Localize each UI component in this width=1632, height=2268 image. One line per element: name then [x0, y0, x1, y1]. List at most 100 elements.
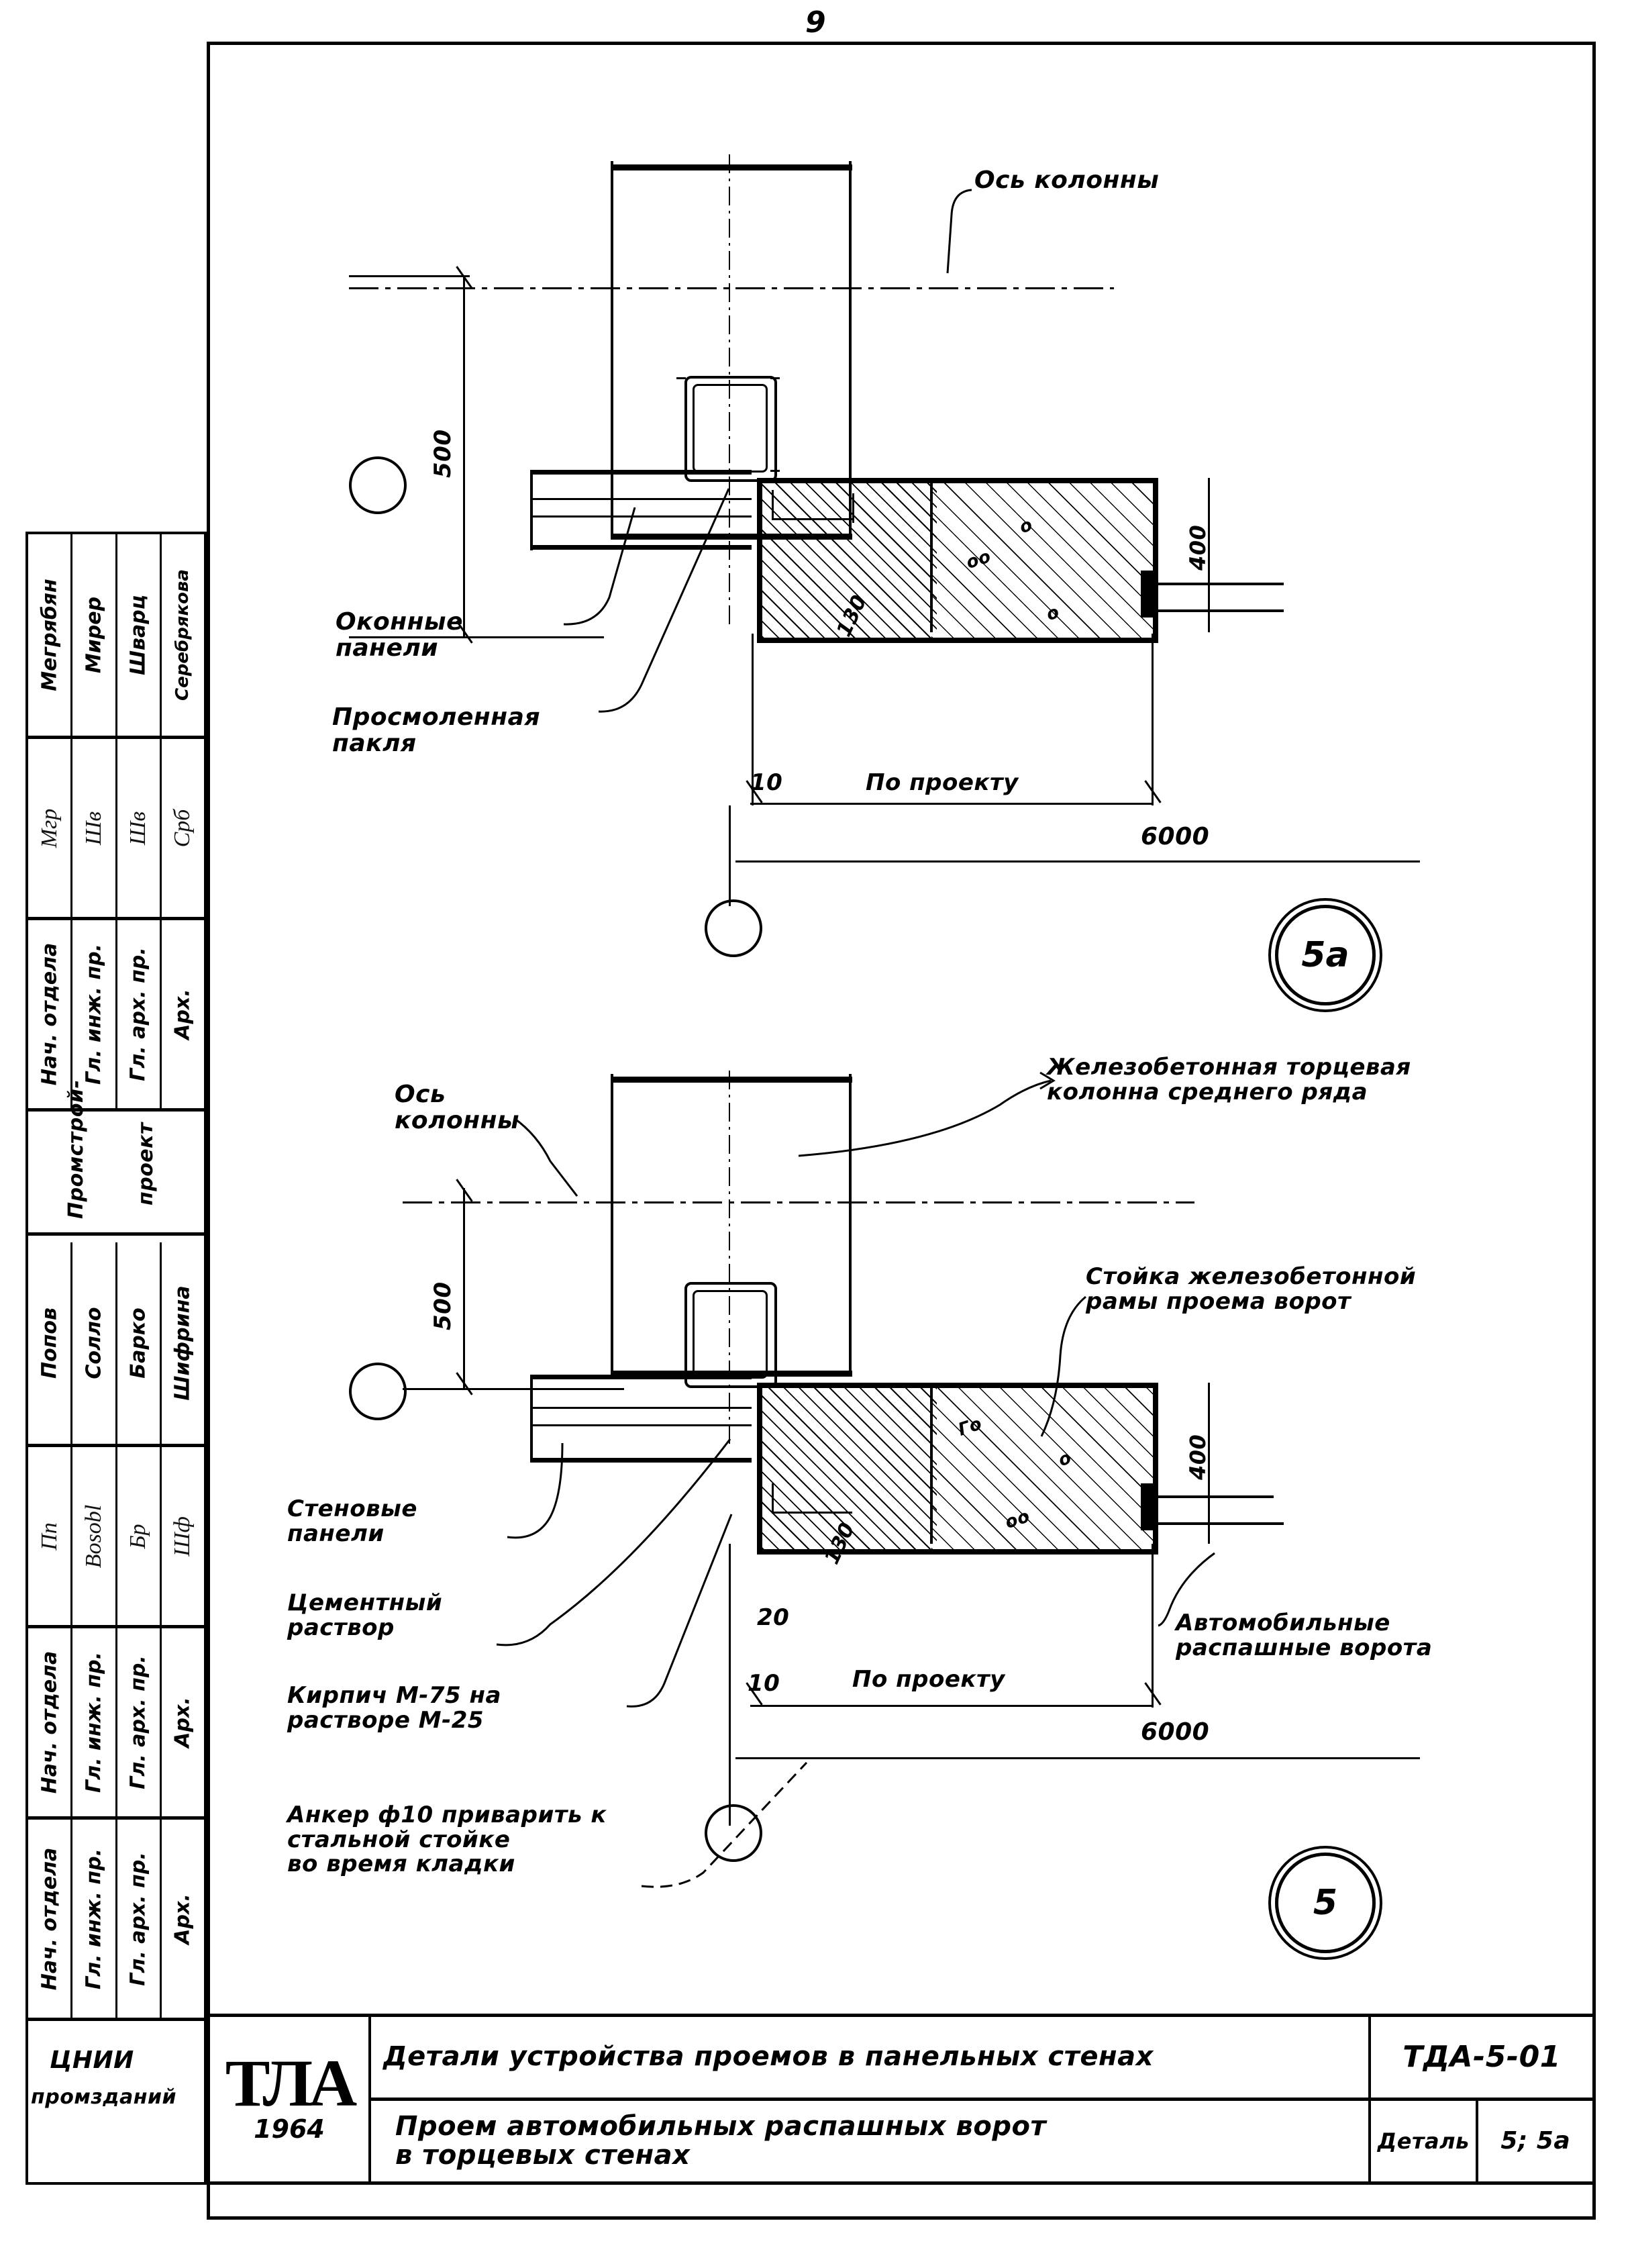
dim-400-line-upper [1208, 478, 1210, 632]
role-cell: Гл. арх. пр. [117, 1628, 162, 1816]
role-12: Арх. [170, 1893, 195, 1944]
gate-hinge-lower [1141, 1483, 1153, 1530]
swing-gates-label: Автомобильные распашные ворота [1176, 1610, 1433, 1661]
institute-line-2: промзданий [31, 2085, 177, 2109]
dim-130-line-lower [772, 1512, 852, 1514]
column-vertical-axis-lower [729, 1071, 730, 1446]
role-cell: Гл. арх. пр. [117, 920, 162, 1108]
signature-cell: Воsobl [72, 1447, 117, 1625]
stamp-block-a-roles: Нач. отдела Гл. инж. пр. Гл. арх. пр. Ар… [28, 920, 204, 1108]
dim-ext-line [349, 275, 470, 277]
leader-column-axis-upper [946, 189, 972, 274]
sheet-code-row: ТДА-5-01 [1371, 2017, 1592, 2101]
role-cell: Гл. инж. пр. [72, 1820, 117, 2018]
institute-line-1: ЦНИИ [50, 2047, 134, 2074]
tarred-oakum-label-upper: Просмоленная пакля [332, 703, 541, 757]
horizontal-column-axis [349, 287, 1114, 289]
detail-bubble-5-label: 5 [1313, 1883, 1338, 1923]
stamp-divider [28, 1816, 204, 1820]
stamp-block-c-roles: Нач. отдела Гл. инж. пр. Гл. арх. пр. Ар… [28, 1820, 204, 2018]
dim-500-line-upper [463, 275, 465, 638]
leader-column-axis-lower [513, 1117, 578, 1197]
stamp-name-6: Солло [82, 1307, 106, 1379]
stamp-block-b-roles: Нач. отдела Гл. инж. пр. Гл. арх. пр. Ар… [28, 1628, 204, 1816]
signature-6: Воsobl [81, 1504, 106, 1568]
title-block-title-cell: Детали устройства проемов в панельных ст… [371, 2017, 1371, 2181]
drawing-title-main: Детали устройства проемов в панельных ст… [383, 2041, 1154, 2073]
dim-by-project-line-upper [750, 803, 1153, 805]
dim-130-ext [772, 490, 774, 520]
leader-rc-end-column [799, 1071, 1056, 1157]
leader-swing-gates [1158, 1552, 1215, 1627]
role-cell: Нач. отдела [28, 1628, 73, 1816]
stamp-name-8: Шифрина [170, 1285, 195, 1401]
dim-400-lower: 400 [1185, 1434, 1211, 1480]
stamp-divider [28, 1108, 204, 1112]
stamp-institute: ЦНИИ промзданий [28, 2021, 204, 2187]
dim-10-upper: 10 [750, 769, 783, 796]
dim-ext-vertical [752, 634, 754, 805]
dim-20-ext-lower [729, 1544, 731, 1826]
dim-ext-line [403, 1388, 624, 1390]
dim-500-line-lower [463, 1188, 465, 1389]
title-block-year: 1964 [254, 2114, 325, 2144]
column-left-edge [611, 161, 613, 537]
signature-cell: Мгр [28, 739, 73, 917]
panel-left-edge-upper [530, 470, 533, 550]
stamp-divider [28, 1625, 204, 1628]
gate-leaf-top-upper [1153, 583, 1284, 585]
stamp-divider [28, 1444, 204, 1447]
role-4: Арх. [170, 989, 195, 1040]
panel-inner-line-upper [530, 515, 752, 517]
role-cell: Арх. [162, 1628, 204, 1816]
dim-6000-line-lower [735, 1757, 1420, 1759]
gate-hinge-upper [1141, 571, 1153, 618]
stamp-block-a-names: Мегрябян Мирер Шварц Серебрякова [28, 534, 204, 736]
dim-500-upper: 500 [429, 429, 456, 478]
panel-inner-line-lower [530, 1424, 752, 1426]
dim-130-ext [852, 493, 854, 523]
panel-top-line-upper [530, 470, 752, 475]
section-callout-circle [705, 899, 762, 957]
detail-bubble-5a-label: 5а [1301, 935, 1349, 975]
dim-20-lower: 20 [757, 1604, 790, 1631]
signature-4: Срб [170, 809, 195, 847]
stamp-name-2: Мирер [82, 596, 106, 674]
concrete-block-lower [931, 1383, 1158, 1555]
column-vertical-axis [729, 154, 730, 624]
column-top-edge [611, 164, 852, 170]
stamp-divider [28, 917, 204, 920]
signature-2: Шв [81, 811, 106, 845]
brick-label: Кирпич М-75 на растворе М-25 [287, 1682, 501, 1734]
column-right-edge [849, 161, 852, 537]
post-tick [770, 377, 780, 379]
role-10: Гл. инж. пр. [82, 1848, 106, 1989]
dim-ext-line [349, 636, 604, 638]
wall-panels-label: Стеновые панели [287, 1495, 417, 1547]
signature-cell: Пп [28, 1447, 73, 1625]
role-cell: Гл. арх. пр. [117, 1820, 162, 2018]
column-bottom-edge-lower [611, 1371, 852, 1377]
dim-by-project-upper: По проекту [866, 769, 1019, 796]
title-block-logo-cell: ТЛА 1964 [210, 2017, 371, 2181]
horizontal-column-axis-lower [403, 1201, 1194, 1203]
dim-6000-line-upper [735, 860, 1420, 862]
role-7: Гл. арх. пр. [126, 1655, 150, 1789]
leader-cement-mortar [496, 1438, 731, 1646]
dim-by-project-line-lower [750, 1705, 1153, 1707]
dim-130-ext-lower [772, 1483, 774, 1513]
stamp-cell-name: Мирер [72, 534, 117, 736]
panel-inner-line-lower [530, 1407, 752, 1409]
brick-infill-upper [757, 478, 937, 643]
steel-post-outer [684, 376, 777, 482]
stamp-name-3: Шварц [126, 595, 150, 675]
steel-post-outer-lower [684, 1282, 777, 1388]
sheet-top-number: 9 [805, 5, 827, 40]
gate-leaf-bottom-upper [1153, 609, 1284, 612]
dim-400-upper: 400 [1185, 524, 1211, 571]
panel-inner-line-upper [530, 498, 752, 500]
leader-wall-panels [507, 1442, 564, 1539]
leader-anchor [641, 1761, 808, 1888]
signature-cell: Шф [162, 1447, 204, 1625]
stamp-divider [28, 2018, 204, 2021]
